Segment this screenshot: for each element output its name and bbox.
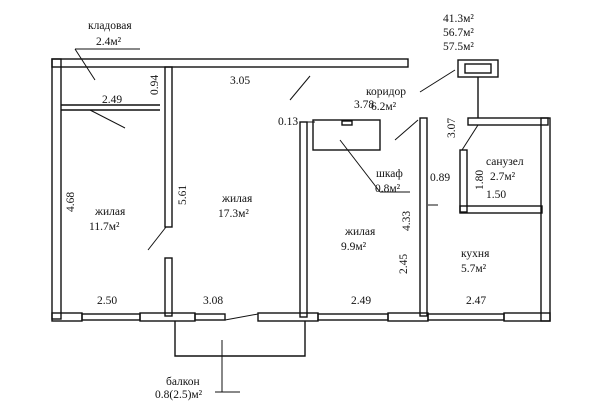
room-balcony-name: балкон (166, 376, 200, 388)
dim-2-49-top: 2.49 (102, 94, 123, 106)
dim-2-49-bottom: 2.49 (351, 295, 372, 307)
wall-partition-2 (299, 121, 308, 318)
wardrobe-handle (341, 120, 353, 126)
wall-bathroom-top (467, 117, 549, 126)
room-wardrobe-name: шкаф (376, 168, 403, 180)
balcony-outline (174, 321, 306, 357)
wardrobe (312, 119, 381, 151)
door-left-room (147, 226, 167, 251)
dim-0-89: 0.89 (430, 172, 451, 184)
room-bathroom-name: санузел (486, 156, 524, 168)
door-middle-room (289, 75, 311, 101)
room-kitchen-name: кухня (461, 248, 490, 260)
window-middle (194, 313, 226, 321)
dim-3-07: 3.07 (446, 117, 458, 138)
dim-2-47: 2.47 (466, 295, 487, 307)
room-living-right-area: 9.9м² (341, 241, 367, 253)
wall-bathroom-left (459, 149, 468, 213)
room-corridor-area: 6.2м² (371, 101, 397, 113)
dim-4-68: 4.68 (65, 191, 77, 212)
wall-bottom-right (387, 312, 429, 322)
total-area: 56.7м² (443, 27, 474, 39)
room-wardrobe-area: 0.8м² (375, 183, 401, 195)
wall-partition-1-bottom (164, 257, 173, 317)
door-storage (89, 109, 126, 129)
door-balcony (224, 313, 259, 321)
wall-bathroom-bottom (459, 205, 543, 214)
window-right-room (317, 313, 389, 321)
room-living-left-name: жилая (95, 206, 126, 218)
leader-storage-2 (74, 48, 96, 81)
room-balcony-area: 0.8(2.5)м² (155, 389, 203, 401)
dim-2-50: 2.50 (97, 295, 118, 307)
wall-left (51, 58, 62, 320)
window-kitchen (427, 313, 505, 321)
room-corridor-name: коридор (366, 86, 407, 98)
wall-bottom-mid-left (139, 312, 196, 322)
dim-2-45: 2.45 (398, 253, 410, 274)
dim-3-78: 3.78 (354, 99, 375, 111)
dim-5-61: 5.61 (177, 184, 189, 205)
room-living-left-area: 11.7м² (89, 221, 120, 233)
dim-0-94: 0.94 (149, 74, 161, 95)
wall-bottom-mid (257, 312, 319, 322)
vent-unit (457, 59, 499, 78)
dim-3-05: 3.05 (230, 75, 251, 87)
wall-partition-3 (419, 117, 428, 317)
dim-0-13: 0.13 (278, 116, 299, 128)
room-living-right-name: жилая (345, 226, 376, 238)
dim-3-08: 3.08 (203, 295, 224, 307)
door-bathroom (461, 124, 479, 151)
storage-area: 2.4м² (96, 36, 122, 48)
wall-partition-1-top (164, 66, 173, 228)
storage-name: кладовая (88, 20, 132, 32)
dim-1-80: 1.80 (474, 169, 486, 190)
room-kitchen-area: 5.7м² (461, 263, 487, 275)
total-living-area: 41.3м² (443, 13, 474, 25)
dim-1-50: 1.50 (486, 189, 507, 201)
wall-bottom-far-right (503, 312, 551, 322)
room-living-middle-name: жилая (222, 193, 253, 205)
room-living-middle-area: 17.3м² (218, 208, 249, 220)
door-corridor-right (394, 119, 419, 141)
wall-right (540, 117, 551, 322)
wall-bottom-left (51, 312, 83, 322)
window-left (81, 313, 141, 321)
dim-4-33: 4.33 (401, 210, 413, 231)
leader-wardrobe (339, 139, 381, 193)
leader-totals (419, 69, 456, 93)
wall-top (51, 58, 409, 68)
total-area-with-balcony: 57.5м² (443, 41, 474, 53)
vent-unit-inner (464, 63, 492, 74)
room-bathroom-area: 2.7м² (490, 171, 516, 183)
